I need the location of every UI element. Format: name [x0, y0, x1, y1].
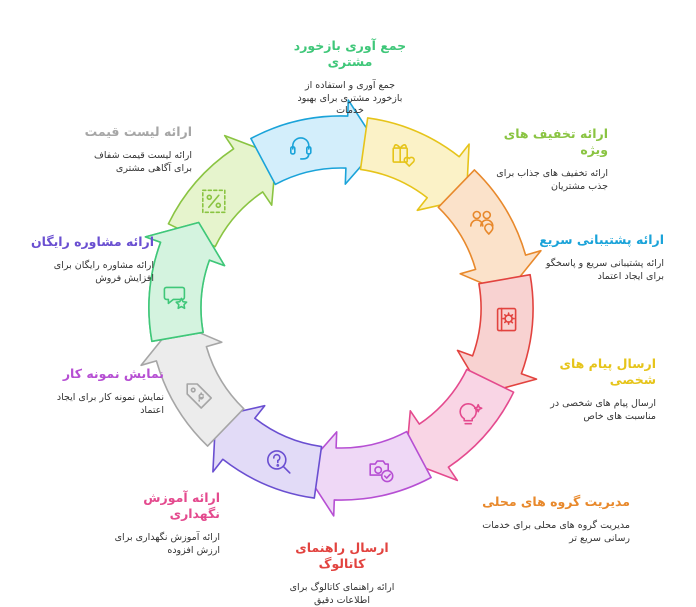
- step-label-feedback: جمع آوری بازخورد مشتری جمع آوری و استفاده…: [290, 38, 410, 118]
- step-label-discounts: ارائه تخفیف های ویژه ارائه تخفیف های جذاب…: [488, 126, 608, 193]
- headset-icon: [289, 137, 312, 160]
- step-description: نمایش نمونه کار برای ایجاد اعتماد: [56, 392, 164, 416]
- step-description: ارائه راهنمای کاتالوگ برای اطلاعات دقیق: [289, 582, 395, 606]
- camera-check-icon: [369, 460, 394, 483]
- step-title: ارائه آموزش نگهداری: [143, 490, 220, 521]
- step-description: ارائه تخفیف های جذاب برای جذب مشتریان: [496, 168, 608, 192]
- step-title: نمایش نمونه کار: [62, 366, 164, 381]
- step-label-consult: ارائه مشاوره رایگان ارائه مشاوره رایگان ب…: [24, 234, 154, 285]
- step-title: جمع آوری بازخورد مشتری: [293, 38, 407, 69]
- arrow-segment-samples: [302, 430, 432, 517]
- step-label-pricelist: ارائه لیست قیمت ارائه لیست قیمت شفاف برای…: [74, 124, 192, 175]
- step-description: ارائه پشتیبانی سریع و پاسخگو برای ایجاد …: [545, 258, 664, 282]
- step-description: ارائه آموزش نگهداری برای ارزش افزوده: [114, 532, 220, 556]
- step-title: مدیریت گروه های محلی: [482, 494, 630, 509]
- gift-heart-icon: [392, 144, 415, 167]
- step-label-care: ارائه آموزش نگهداری ارائه آموزش نگهداری ب…: [100, 490, 220, 557]
- step-label-messages: ارسال پیام های شخصی ارسال پیام های شخصی د…: [538, 356, 656, 423]
- step-title: ارسال راهنمای کاتالوگ: [295, 540, 389, 571]
- step-title: ارائه لیست قیمت: [84, 124, 192, 139]
- step-description: ارسال پیام های شخصی در مناسبت های خاص: [550, 398, 656, 422]
- step-label-samples: نمایش نمونه کار نمایش نمونه کار برای ایجا…: [44, 366, 164, 417]
- step-title: ارائه مشاوره رایگان: [30, 234, 154, 249]
- step-title: ارائه تخفیف های ویژه: [503, 126, 608, 157]
- percent-tag-icon: [202, 189, 226, 214]
- step-description: ارائه لیست قیمت شفاف برای آگاهی مشتری: [94, 150, 192, 174]
- step-label-catalog: ارسال راهنمای کاتالوگ ارائه راهنمای کاتال…: [277, 540, 407, 607]
- step-title: ارائه پشتیبانی سریع: [539, 232, 664, 247]
- price-tag-icon: [186, 383, 212, 409]
- arrow-segment-feedback: [144, 221, 226, 343]
- question-search-icon: [266, 450, 291, 474]
- step-title: ارسال پیام های شخصی: [559, 356, 656, 387]
- book-gear-icon: [496, 307, 517, 332]
- step-label-support: ارائه پشتیبانی سریع ارائه پشتیبانی سریع و…: [538, 232, 664, 283]
- step-description: ارائه مشاوره رایگان برای افزایش فروش: [53, 260, 154, 284]
- lightbulb-icon: [459, 402, 483, 425]
- people-pin-icon: [469, 210, 494, 235]
- step-description: جمع آوری و استفاده از بازخورد مشتری برای…: [297, 80, 403, 116]
- chat-star-icon: [163, 286, 188, 310]
- step-description: مدیریت گروه های محلی برای خدمات رسانی سر…: [482, 520, 630, 544]
- step-label-groups: مدیریت گروه های محلی مدیریت گروه های محلی…: [480, 494, 630, 545]
